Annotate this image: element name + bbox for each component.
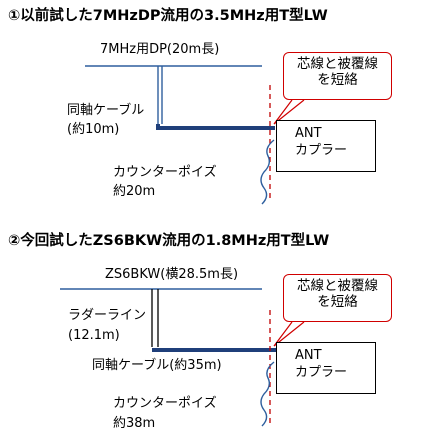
diagram2-ladder-length: (12.1m) bbox=[68, 328, 120, 343]
diagram2-tuner-line1: ANT bbox=[295, 348, 322, 363]
diagram1-counterpoise-length: 約20m bbox=[113, 184, 156, 199]
coax-cable-1 bbox=[156, 124, 275, 130]
diagram2-coax-label: 同軸ケーブル(約35m) bbox=[92, 358, 222, 373]
diagram1-callout-line2: を短絡 bbox=[317, 71, 358, 88]
counterpoise-wire-1 bbox=[260, 139, 275, 205]
callout-pointer-2 bbox=[273, 321, 305, 347]
diagram2-callout: 芯線と被覆線 を短絡 bbox=[283, 274, 392, 322]
diagram1-antenna-label: 7MHz用DP(20m長) bbox=[100, 42, 220, 57]
diagram1-tuner-line1: ANT bbox=[295, 126, 322, 141]
diagram2-tuner-box: ANT カプラー bbox=[276, 342, 376, 394]
diagram1-title: ①以前試した7MHzDP流用の3.5MHz用T型LW bbox=[8, 8, 328, 24]
diagram1-tuner-box: ANT カプラー bbox=[276, 120, 376, 172]
diagram2-counterpoise-length: 約38m bbox=[113, 416, 156, 431]
callout-pointer-1 bbox=[273, 99, 305, 125]
diagram1-callout: 芯線と被覆線 を短絡 bbox=[283, 52, 392, 100]
diagram1-callout-line1: 芯線と被覆線 bbox=[297, 56, 378, 72]
diagram1-tuner-line2: カプラー bbox=[295, 142, 348, 158]
diagram1-coax-length: (約10m) bbox=[67, 122, 120, 137]
diagram1-coax-label: 同軸ケーブル bbox=[67, 103, 145, 118]
diagram2-tuner-line2: カプラー bbox=[295, 364, 348, 380]
counterpoise-wire-2 bbox=[260, 361, 275, 427]
diagram2-title: ②今回試したZS6BKW流用の1.8MHz用T型LW bbox=[8, 233, 330, 249]
diagram2-ladder-label: ラダーライン bbox=[68, 308, 147, 323]
diagram2-counterpoise-label: カウンターポイズ bbox=[113, 396, 217, 411]
diagram1-counterpoise-label: カウンターポイズ bbox=[113, 165, 217, 180]
diagram2-antenna-label: ZS6BKW(横28.5m長) bbox=[105, 267, 239, 282]
diagram2-callout-line2: を短絡 bbox=[317, 293, 358, 310]
diagram2-callout-line1: 芯線と被覆線 bbox=[297, 278, 378, 294]
